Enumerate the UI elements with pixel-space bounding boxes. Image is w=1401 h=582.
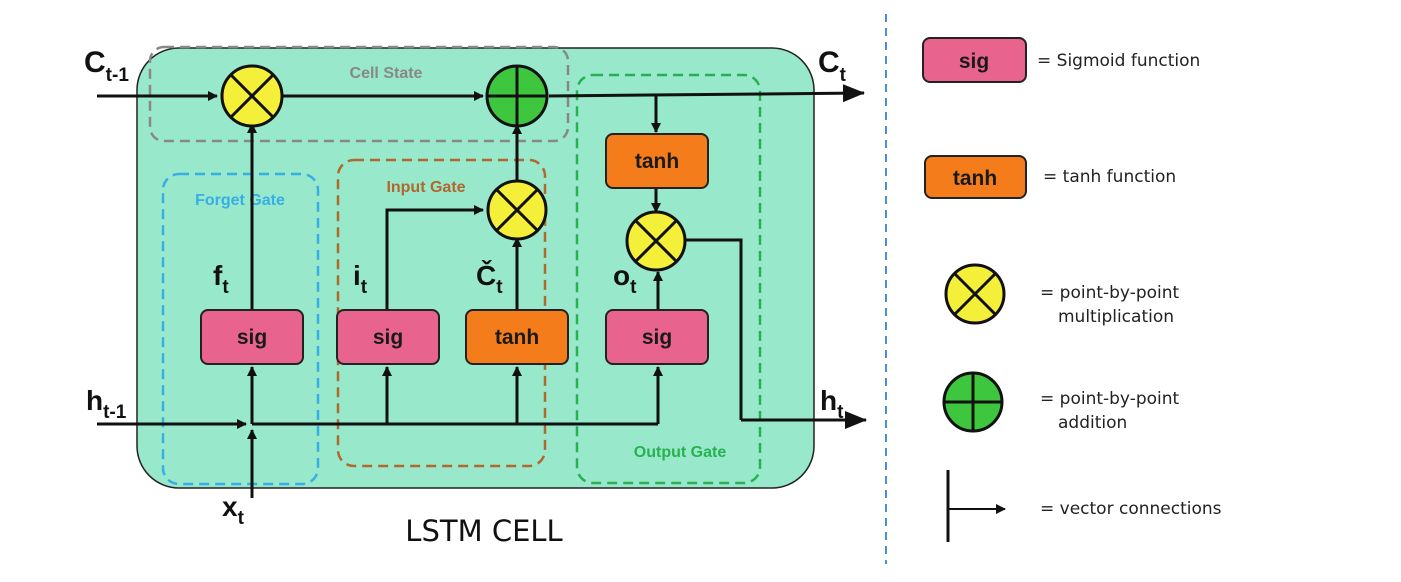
cell-state-region	[148, 45, 570, 143]
legend-tanh-text: = tanh function	[1043, 167, 1176, 187]
c-tilde-label: Čt	[476, 259, 503, 298]
input-tanh-box: tanh	[465, 309, 569, 365]
x-t-label: xt	[222, 491, 245, 529]
output-sig-label: sig	[642, 326, 672, 349]
cell-add-icon	[485, 64, 549, 128]
legend-sig-box: sig	[922, 37, 1027, 83]
o-t-label: ot	[613, 260, 637, 298]
forget-gate-region	[161, 172, 320, 486]
output-gate-label: Output Gate	[634, 444, 727, 461]
forget-sig-label: sig	[237, 326, 267, 349]
legend-tanh-box-label: tanh	[953, 167, 997, 190]
output-sig-box: sig	[605, 309, 709, 365]
legend-tanh-box: tanh	[924, 155, 1027, 199]
forget-gate-label: Forget Gate	[195, 192, 285, 209]
forget-sig-box: sig	[200, 309, 304, 365]
i-t-label: it	[353, 260, 368, 298]
legend-connection-text: = vector connections	[1040, 499, 1222, 519]
legend-sig-box-label: sig	[959, 50, 989, 73]
input-gate-label: Input Gate	[386, 179, 465, 196]
legend-mult-icon	[944, 263, 1006, 325]
input-tanh-label: tanh	[495, 326, 539, 349]
input-sig-box: sig	[336, 309, 440, 365]
input-sig-label: sig	[373, 326, 403, 349]
output-mult-icon	[625, 210, 687, 272]
legend-add-icon	[942, 371, 1004, 433]
it-to-mult	[385, 205, 484, 310]
h-t-label: ht	[820, 385, 844, 423]
ht-out-line	[686, 238, 743, 420]
input-mult-icon	[486, 179, 548, 241]
cell-state-line-out	[548, 84, 865, 103]
output-tanh-label: tanh	[635, 150, 679, 173]
c-prev-label: Ct-1	[84, 46, 129, 86]
legend: sig = Sigmoid function tanh = tanh funct…	[922, 37, 1222, 542]
cell-state-label: Cell State	[350, 65, 423, 82]
legend-sig-text: = Sigmoid function	[1037, 51, 1200, 71]
c-t-label: Ct	[818, 46, 847, 86]
h-prev-label: ht-1	[86, 385, 127, 423]
legend-connection-icon	[946, 470, 1006, 542]
forget-mult-icon	[220, 64, 284, 128]
diagram-caption: LSTM CELL	[405, 514, 562, 548]
f-t-label: ft	[213, 260, 229, 298]
output-tanh-box: tanh	[605, 133, 709, 189]
